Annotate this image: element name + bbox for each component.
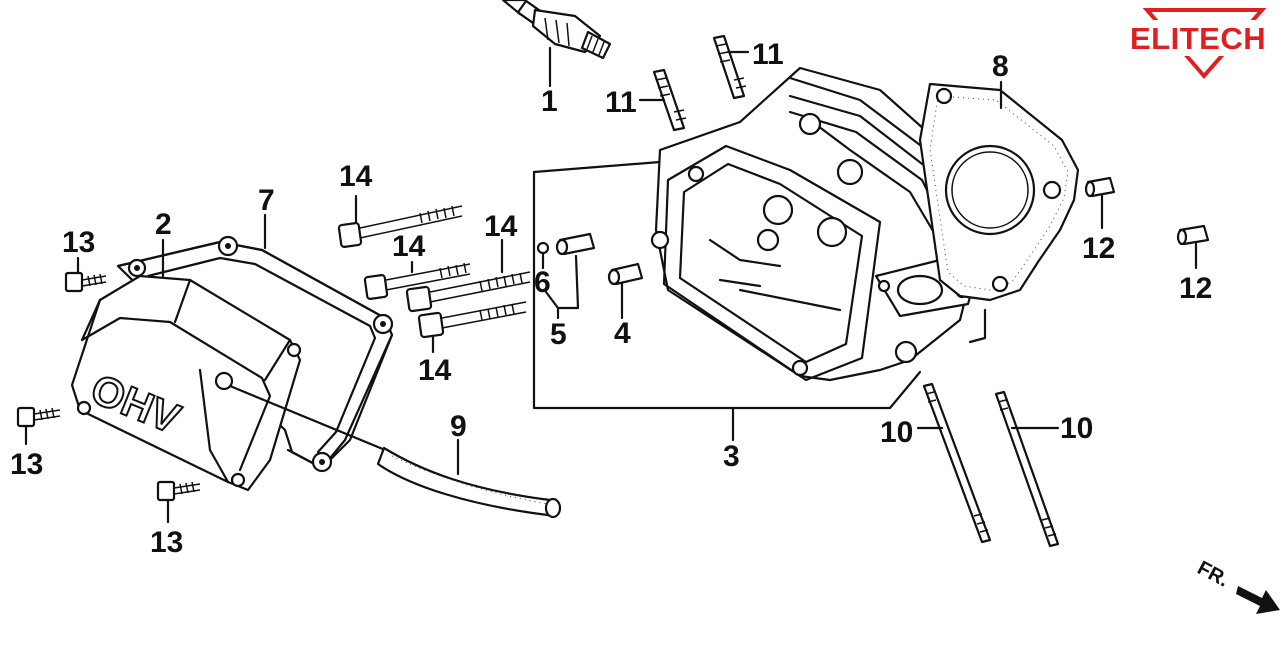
stud-11-b bbox=[712, 34, 750, 100]
stud-11-a bbox=[638, 68, 687, 132]
fr-arrow-icon bbox=[1236, 586, 1280, 614]
bolt-14-a bbox=[337, 194, 463, 248]
spark-plug bbox=[501, 0, 612, 88]
bolt-14-d bbox=[417, 301, 527, 354]
callout-12b: 12 bbox=[1179, 272, 1212, 305]
stud-10-a bbox=[916, 382, 992, 544]
fr-label: FR. bbox=[1194, 557, 1233, 592]
dowel-12-b bbox=[1176, 224, 1210, 270]
callout-14b: 14 bbox=[392, 230, 426, 263]
callout-8: 8 bbox=[992, 50, 1009, 83]
callout-13b: 13 bbox=[10, 448, 43, 481]
callout-3: 3 bbox=[723, 440, 740, 473]
callout-14a: 14 bbox=[339, 160, 373, 193]
brand-name: ELITECH bbox=[1130, 21, 1266, 56]
callout-13c: 13 bbox=[150, 526, 183, 559]
callout-7: 7 bbox=[258, 184, 275, 217]
callout-11b: 11 bbox=[752, 38, 784, 71]
callout-10a: 10 bbox=[880, 416, 913, 449]
callout-12a: 12 bbox=[1082, 232, 1115, 265]
breather-tube bbox=[228, 384, 562, 519]
callout-4: 4 bbox=[614, 317, 631, 350]
callout-14c: 14 bbox=[484, 210, 518, 243]
callout-5: 5 bbox=[550, 318, 567, 351]
callout-6: 6 bbox=[534, 266, 551, 299]
callout-2: 2 bbox=[155, 208, 172, 241]
bolt-13-top bbox=[64, 256, 107, 293]
front-direction-indicator: FR. bbox=[1194, 557, 1280, 614]
bolt-13-left bbox=[16, 406, 61, 446]
bolt-13-bottom bbox=[156, 480, 201, 524]
bolt-14-b bbox=[363, 260, 471, 300]
callout-14d: 14 bbox=[418, 354, 452, 387]
brand-logo: ELITECH bbox=[1130, 8, 1272, 80]
callout-11a: 11 bbox=[605, 86, 637, 119]
callout-13a: 13 bbox=[62, 226, 95, 259]
cylinder-head bbox=[532, 66, 987, 442]
bolt-14-c bbox=[405, 238, 531, 313]
dowel-pins bbox=[536, 232, 644, 320]
dowel-12-a bbox=[1084, 176, 1116, 230]
callout-10b: 10 bbox=[1060, 412, 1093, 445]
head-gasket bbox=[918, 80, 1080, 302]
stud-10-b bbox=[994, 390, 1060, 548]
callout-1: 1 bbox=[541, 85, 558, 118]
callout-9: 9 bbox=[450, 410, 467, 443]
